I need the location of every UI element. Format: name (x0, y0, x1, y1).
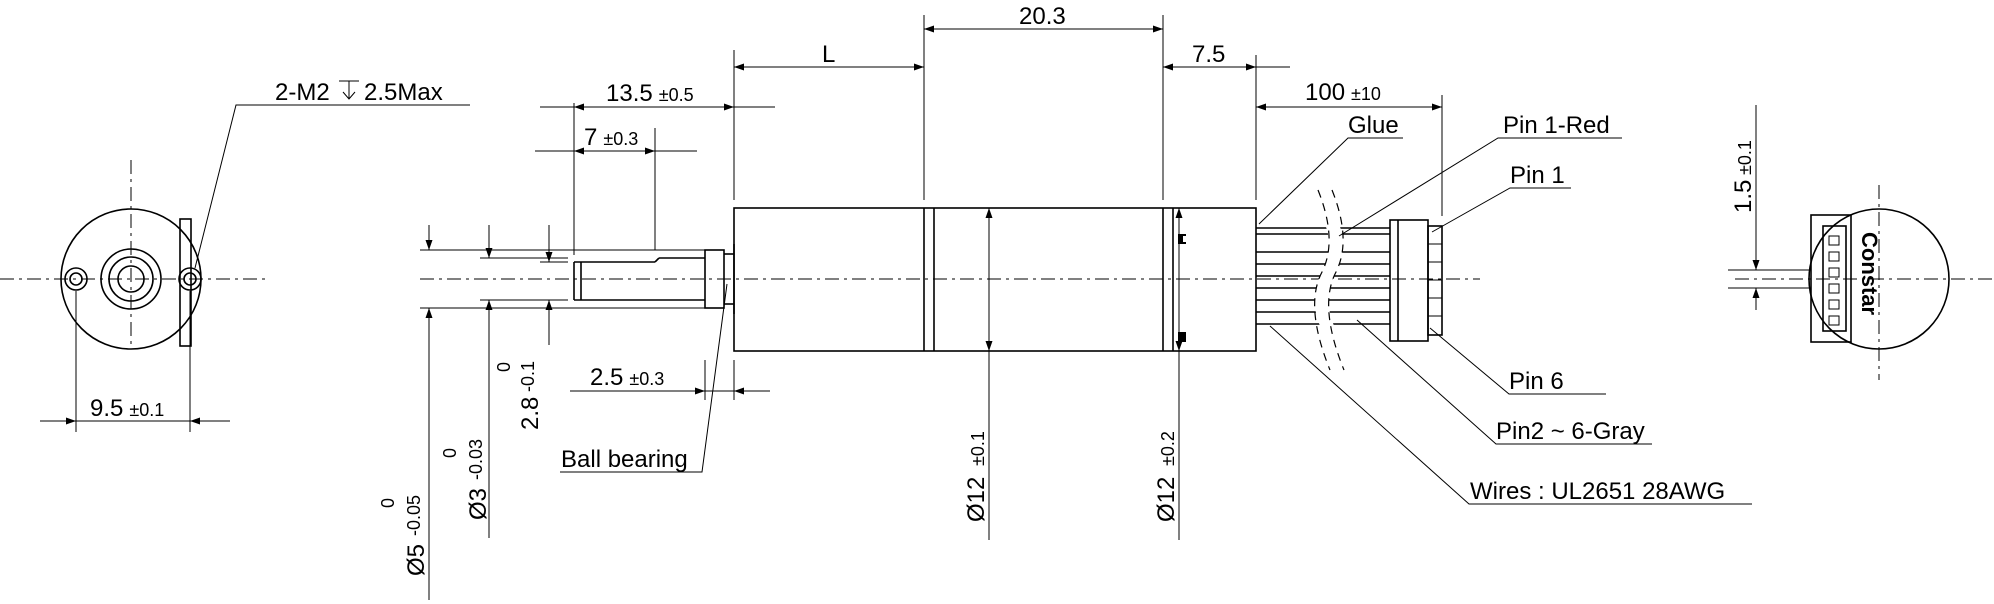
mount-depth-label: 2.5Max (364, 79, 443, 106)
ball-bearing-label: Ball bearing (561, 446, 688, 473)
svg-text:0: 0 (440, 448, 460, 458)
svg-text:2.8: 2.8 (517, 397, 544, 430)
svg-text:0: 0 (494, 362, 514, 372)
lead-wires (1256, 189, 1390, 371)
brand-logo: Constar (1857, 232, 1882, 316)
pin-pitch-dim: 1.5 ±0.1 (1730, 140, 1757, 213)
shaft-dia-dim: Ø3 -0.03 0 (440, 439, 492, 520)
boss-dia-dim: Ø5 -0.05 0 (378, 495, 430, 576)
lead-length-dim: 100±10 (1305, 79, 1381, 106)
pin1-red-label: Pin 1-Red (1503, 112, 1610, 139)
svg-text:±0.2: ±0.2 (1158, 431, 1178, 466)
svg-text:-0.1: -0.1 (518, 361, 538, 392)
wire-connector (1389, 219, 1443, 342)
svg-text:-0.05: -0.05 (404, 495, 424, 536)
svg-text:-0.03: -0.03 (466, 439, 486, 480)
svg-text:±0.1: ±0.1 (968, 431, 988, 466)
flat-dia-dim: 2.8 -0.1 0 (494, 361, 544, 430)
output-shaft (573, 257, 705, 301)
wires-spec-label: Wires : UL2651 28AWG (1470, 478, 1725, 505)
pin6-label: Pin 6 (1509, 368, 1564, 395)
glue-label: Glue (1348, 112, 1399, 139)
body-dia-dim: Ø12 ±0.1 (963, 431, 990, 522)
boss-outer (100, 248, 162, 310)
front-end-view: 2-M2 2.5Max 9.5±0.1 (0, 79, 470, 432)
svg-text:Ø12: Ø12 (1153, 477, 1180, 522)
gearbox-length-dim: L (822, 41, 835, 68)
pin2-6-gray-label: Pin2 ~ 6-Gray (1496, 418, 1645, 445)
svg-text:0: 0 (378, 498, 398, 508)
motor-dia-dim: Ø12 ±0.2 (1153, 431, 1180, 522)
mount-hole-label: 2-M2 (275, 79, 330, 106)
svg-text:1.5: 1.5 (1730, 180, 1757, 213)
svg-text:Ø12: Ø12 (963, 477, 990, 522)
bearing-boss (704, 249, 725, 309)
svg-text:Ø3: Ø3 (465, 488, 492, 520)
rear-housing-outline (1808, 208, 1950, 350)
shaft-length-dim: 13.5±0.5 (606, 80, 694, 107)
shaft-circle (117, 265, 145, 293)
hole-spacing-dim: 9.5±0.1 (90, 395, 164, 422)
rear-connector (1810, 214, 1852, 343)
motor-length-dim: 20.3 (1019, 3, 1066, 30)
svg-text:±0.1: ±0.1 (1735, 140, 1755, 175)
svg-text:Constar: Constar (1857, 232, 1882, 316)
mount-hole-right (178, 267, 202, 291)
boss-length-dim: 2.5±0.3 (590, 364, 664, 391)
boss-inner (108, 256, 154, 302)
svg-text:Ø5: Ø5 (403, 544, 430, 576)
depth-icon (339, 80, 359, 100)
rear-end-view: Constar 1.5 ±0.1 (1728, 105, 1994, 380)
end-length-dim: 7.5 (1192, 41, 1225, 68)
mount-hole-left (64, 267, 88, 291)
flat-length-dim: 7±0.3 (584, 124, 638, 151)
pin1-label: Pin 1 (1510, 162, 1565, 189)
side-view: 20.3 L 7.5 100±10 13.5±0.5 7±0.3 2.5±0.3 (378, 3, 1752, 600)
